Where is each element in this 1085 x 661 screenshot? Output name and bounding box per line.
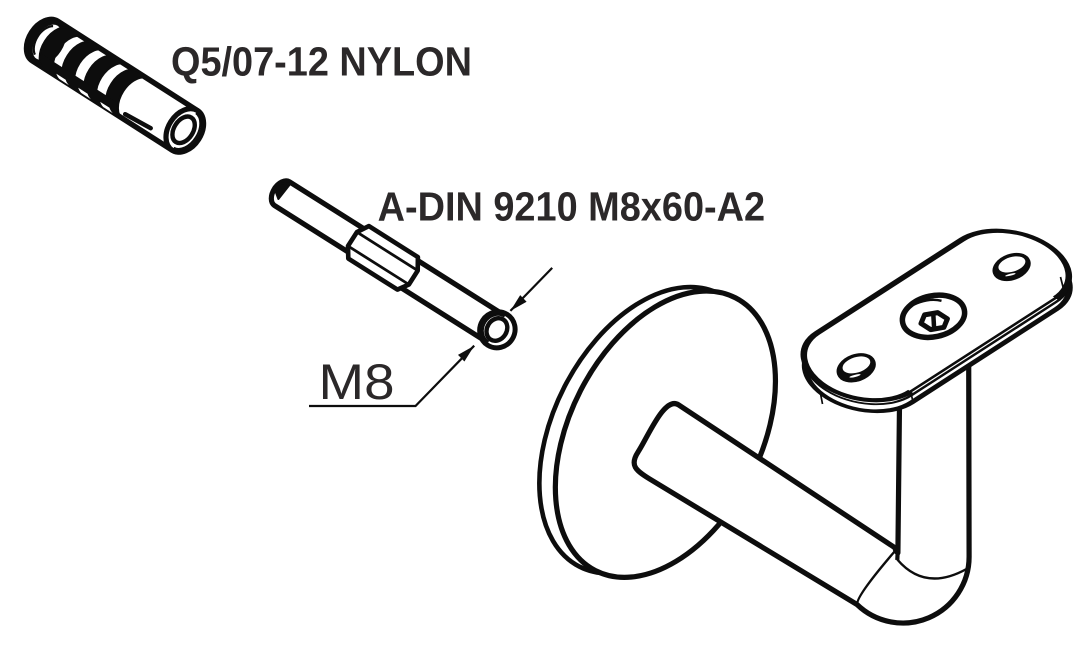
svg-text:A-DIN 9210 M8x60-A2: A-DIN 9210 M8x60-A2 bbox=[378, 183, 765, 229]
svg-text:M8: M8 bbox=[319, 354, 395, 410]
svg-text:Q5/07-12 NYLON: Q5/07-12 NYLON bbox=[171, 39, 472, 85]
